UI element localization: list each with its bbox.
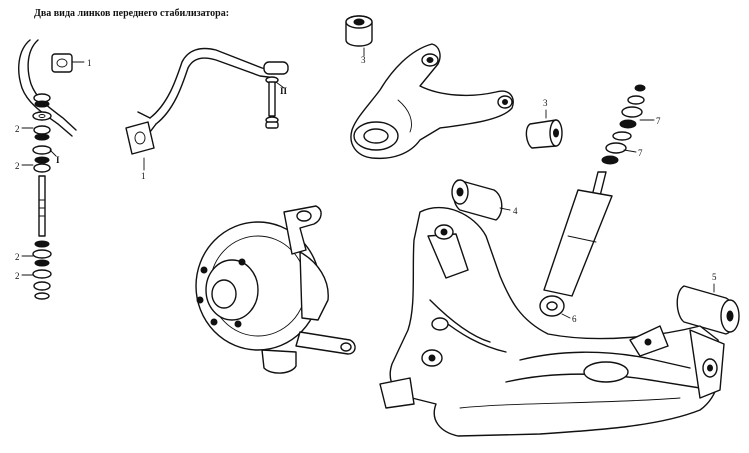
diagram-caption: Два вида линков переднего стабилизатора: [34, 8, 230, 19]
callout-7-shock-washer: 7 [656, 116, 661, 126]
callout-2-washer: 2 [15, 124, 20, 134]
callout-1-bushing-bar: 1 [141, 171, 146, 181]
callout-4-lower-bushing: 4 [513, 206, 518, 216]
upper-control-arm [345, 15, 563, 160]
callout-3-upper-bushing-2: 3 [543, 98, 548, 108]
shock-absorber [539, 84, 655, 319]
callout-5-lower-bushing: 5 [712, 272, 717, 282]
callout-I-link-type: I [56, 155, 60, 165]
lower-arm-bushing-4 [451, 179, 511, 221]
callout-6-shock-bushing: 6 [572, 314, 577, 324]
stabilizer-link-type-1 [18, 39, 85, 300]
callout-2-washer-3: 2 [15, 252, 20, 262]
stabilizer-link-type-2 [125, 47, 289, 171]
callout-II-link-type: II [280, 86, 288, 96]
callout-2-washer-4: 2 [15, 271, 20, 281]
callout-7-shock-washer-2: 7 [638, 148, 643, 158]
lower-control-arm [379, 207, 725, 437]
callout-labels: 1 1 II 3 3 7 7 2 2 I 4 5 6 2 2 [15, 55, 717, 324]
callout-2-washer-2: 2 [15, 161, 20, 171]
lower-arm-bushing-5 [676, 283, 740, 335]
callout-1-bushing: 1 [87, 58, 92, 68]
callout-3-upper-bushing: 3 [361, 55, 366, 65]
steering-knuckle-hub [195, 205, 356, 374]
